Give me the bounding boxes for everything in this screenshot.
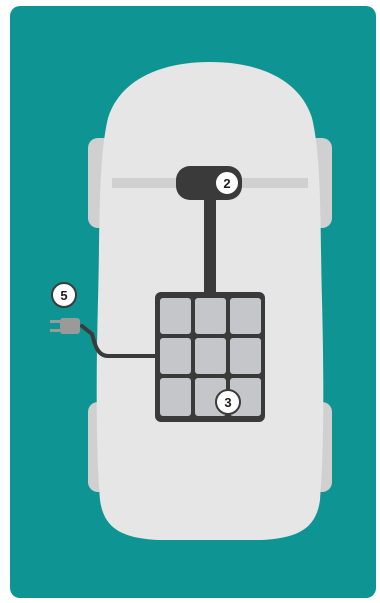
charge-plug-number-badge: 5 [51,282,77,308]
battery-cell [160,338,191,374]
charge-plug-number-label: 5 [60,288,67,303]
battery-number-label: 3 [224,395,231,410]
motor-number-badge: 2 [214,170,240,196]
battery-cell [230,298,261,334]
charging-cable [80,324,160,358]
battery-number-badge: 3 [215,389,241,415]
battery-cell [160,298,191,334]
battery-cell [195,298,226,334]
battery-pack [155,292,265,422]
plug-icon [50,318,80,334]
battery-cell [230,338,261,374]
battery-cell [160,378,191,416]
motor-battery-link [204,198,216,294]
motor-number-label: 2 [223,176,230,191]
battery-cell [195,338,226,374]
